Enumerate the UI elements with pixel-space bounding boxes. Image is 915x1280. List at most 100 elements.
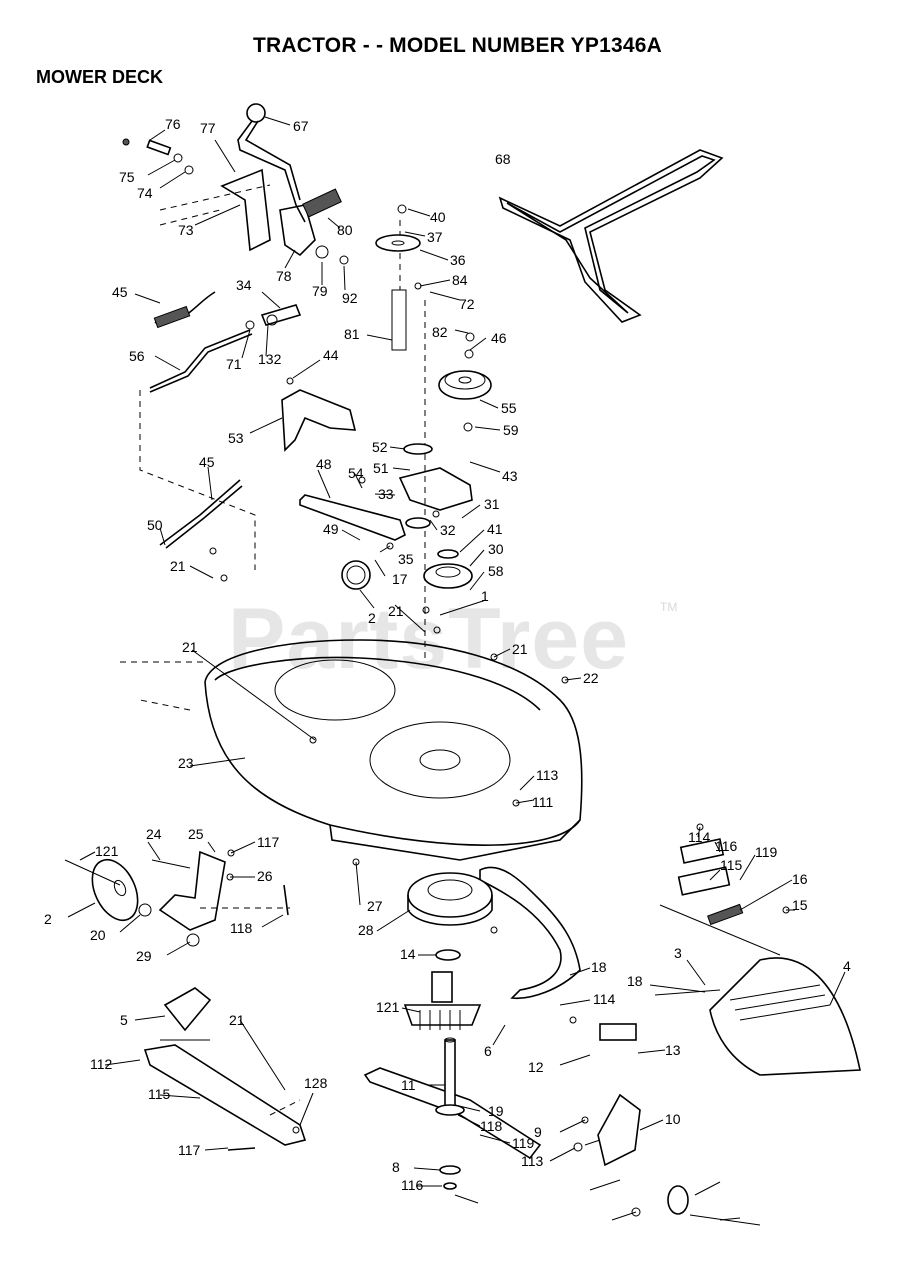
front-hanger-part — [143, 987, 307, 1151]
callout: 45 — [199, 454, 215, 470]
callout: 79 — [312, 283, 328, 299]
callout: 19 — [488, 1103, 504, 1119]
belt-part — [498, 149, 724, 323]
callout: 13 — [665, 1042, 681, 1058]
callout: 37 — [427, 229, 443, 245]
callout: 78 — [276, 268, 292, 284]
callout: 21 — [229, 1012, 245, 1028]
callout: 56 — [129, 348, 145, 364]
callout: 54 — [348, 465, 364, 481]
callout: 92 — [342, 290, 358, 306]
callout: 36 — [450, 252, 466, 268]
callout: 76 — [165, 116, 181, 132]
chute-bracket-part — [654, 838, 781, 996]
callout: 118 — [230, 920, 253, 936]
callout: 46 — [491, 330, 507, 346]
callout: 117 — [257, 834, 280, 850]
callout: 21 — [512, 641, 528, 657]
callout: 48 — [316, 456, 332, 472]
callout: 114 — [688, 829, 711, 845]
callout: 1 — [481, 588, 489, 604]
callout: 4 — [843, 958, 851, 974]
callout: 31 — [484, 496, 500, 512]
callout: 22 — [583, 670, 599, 686]
callout: 16 — [792, 871, 808, 887]
callout: 128 — [304, 1075, 328, 1091]
callout: 23 — [178, 755, 194, 771]
callout: 32 — [440, 522, 456, 538]
callout: 2 — [44, 911, 52, 927]
callout: 6 — [484, 1043, 492, 1059]
callout: 14 — [400, 946, 416, 962]
link-45-part — [245, 304, 302, 330]
baffle-20-part — [479, 866, 581, 1000]
gauge-wheel-117-part — [64, 858, 139, 922]
callout: 119 — [512, 1135, 535, 1151]
mower-deck-part — [120, 639, 583, 861]
callout: 80 — [337, 222, 353, 238]
callout: 28 — [358, 922, 374, 938]
callout: 117 — [178, 1142, 201, 1158]
lift-handle-assembly — [159, 103, 349, 265]
spring-58-part — [341, 560, 371, 590]
callout: 11 — [401, 1077, 416, 1093]
callout: 58 — [488, 563, 504, 579]
callout: 24 — [146, 826, 162, 842]
spindle-14-part — [403, 971, 482, 1030]
blade-11-part — [363, 1037, 542, 1190]
callout: 82 — [432, 324, 448, 340]
rear-bracket-112-part — [584, 1023, 761, 1226]
pulley-36-part — [438, 370, 492, 400]
callout: 119 — [755, 844, 778, 860]
trademark-mark: TM — [660, 600, 678, 614]
callout: 27 — [367, 898, 383, 914]
leader-lines — [67, 116, 846, 1221]
callout: 115 — [720, 857, 743, 873]
section-title: MOWER DECK — [36, 67, 163, 87]
callout: 20 — [90, 927, 106, 943]
callout: 21 — [182, 639, 198, 655]
callout: 113 — [536, 767, 559, 783]
callout: 25 — [188, 826, 204, 842]
front-bracket-44-part — [281, 389, 357, 452]
callout: 18 — [627, 973, 643, 989]
callout: 67 — [293, 118, 309, 134]
callout: 52 — [372, 439, 388, 455]
callout: 53 — [228, 430, 244, 446]
callout: 44 — [323, 347, 339, 363]
lift-rod-71-part — [139, 329, 256, 570]
callout: 30 — [488, 541, 504, 557]
callout: 8 — [392, 1159, 400, 1175]
hardware-markers — [209, 204, 790, 1217]
discharge-chute-27-part — [709, 957, 861, 1076]
callout: 74 — [137, 185, 153, 201]
idler-pulley-top-part — [375, 234, 421, 252]
idler-arm-53-part — [299, 494, 406, 541]
callout: 21 — [170, 558, 186, 574]
callout: 21 — [388, 603, 404, 619]
callout: 77 — [200, 120, 216, 136]
spring-72-part — [153, 291, 216, 329]
callout: 34 — [236, 277, 252, 293]
callout: 114 — [593, 991, 616, 1007]
callout: 51 — [373, 460, 389, 476]
callout: 68 — [495, 151, 511, 167]
bolt-76-part — [122, 138, 194, 175]
callout: 26 — [257, 868, 273, 884]
idler-bracket-part — [398, 443, 473, 529]
callout: 50 — [147, 517, 163, 533]
callout: 116 — [401, 1177, 424, 1193]
callout: 121 — [376, 999, 400, 1015]
spindle-housing-16-part — [407, 872, 493, 926]
callout: 112 — [90, 1056, 113, 1072]
callout: 121 — [95, 843, 119, 859]
callout: 72 — [459, 296, 475, 312]
page-title: TRACTOR - - MODEL NUMBER YP1346A — [253, 34, 662, 57]
callout: 84 — [452, 272, 468, 288]
callout: 29 — [136, 948, 152, 964]
callout: 118 — [480, 1118, 503, 1134]
callout-labels: 76 77 67 68 75 74 40 37 36 80 73 78 79 9… — [44, 116, 851, 1193]
callout: 73 — [178, 222, 194, 238]
callout: 113 — [521, 1153, 544, 1169]
